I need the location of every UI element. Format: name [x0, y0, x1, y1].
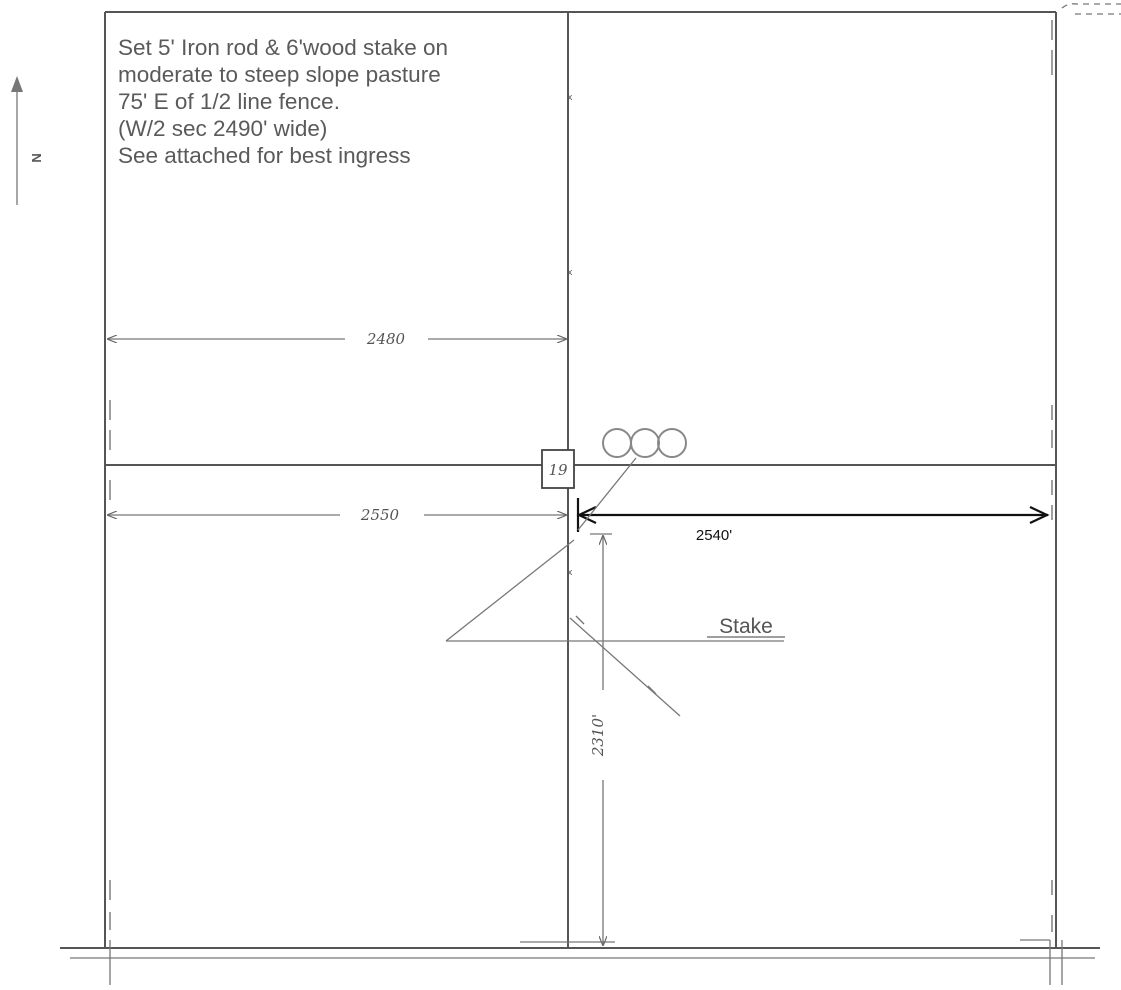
svg-text:x: x [568, 92, 573, 102]
upper-west-dimension: 2480 [108, 330, 566, 348]
north-letter: N [29, 153, 44, 162]
note-line-4: (W/2 sec 2490' wide) [118, 116, 328, 141]
north-arrow-icon: N [11, 76, 44, 205]
south-dimension: 2310' [589, 533, 612, 945]
note-line-2: moderate to steep slope pasture [118, 62, 441, 87]
section-number-label: 19 [548, 461, 568, 479]
stake-marker-icon [577, 428, 687, 531]
east-dimension-label: 2540' [696, 527, 732, 544]
upper-west-dimension-label: 2480 [366, 330, 406, 348]
stake-label: Stake [719, 615, 773, 638]
fence-marks: x x x [109, 3, 1121, 943]
note-line-5: See attached for best ingress [118, 143, 411, 168]
section-boundary [60, 11, 1100, 985]
east-dimension: 2540' [576, 498, 1050, 544]
note-line-1: Set 5' Iron rod & 6'wood stake on [118, 35, 449, 60]
south-dimension-label: 2310' [589, 714, 607, 757]
lower-west-dimension: 2550 [108, 506, 566, 524]
svg-text:x: x [568, 267, 573, 277]
survey-note: Set 5' Iron rod & 6'wood stake on modera… [118, 34, 558, 169]
svg-text:x: x [568, 567, 573, 577]
lower-west-dimension-label: 2550 [360, 506, 400, 524]
note-line-3: 75' E of 1/2 line fence. [118, 89, 340, 114]
stake-leader: Stake [445, 539, 785, 717]
quarter-lines [105, 12, 1056, 948]
section-number-box: 19 [541, 449, 575, 489]
